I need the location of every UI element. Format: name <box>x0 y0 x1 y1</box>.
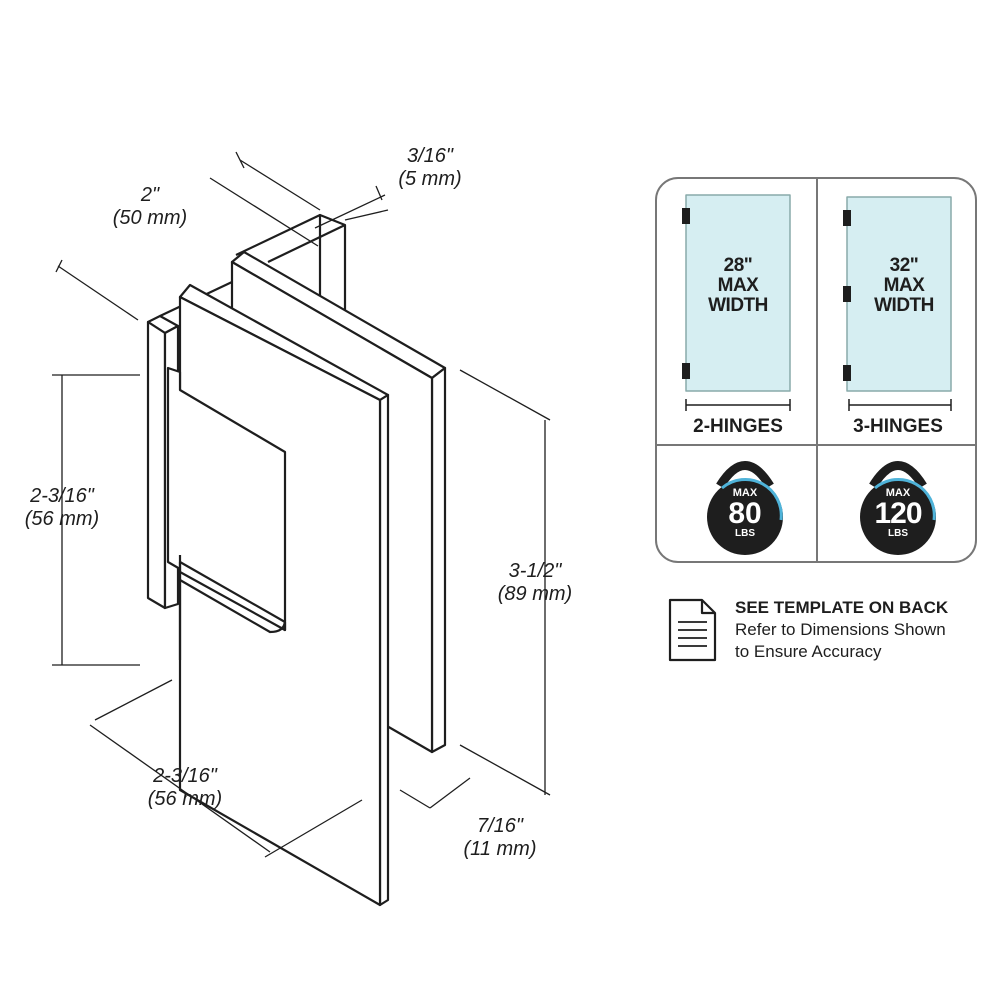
weight-unit: LBS <box>735 528 755 539</box>
dim-imperial: 3/16" <box>406 145 454 167</box>
hinge-icons <box>682 208 851 381</box>
dim-imperial: 7/16" <box>476 815 524 837</box>
weight-max: MAX <box>732 487 758 499</box>
max-label: MAX <box>883 275 925 296</box>
max-width-value: 28" <box>723 255 753 276</box>
max-width-value: 32" <box>889 255 919 276</box>
dim-thickness-bottom: 7/16"(11 mm) <box>430 815 570 861</box>
hinge-count-label: 2-HINGES <box>693 416 783 437</box>
dim-imperial: 2-3/16" <box>153 765 217 787</box>
front-clamp-plate <box>166 283 390 907</box>
width-arrows <box>685 399 952 411</box>
dim-height-left: 2-3/16"(56 mm) <box>0 485 132 531</box>
weight-max: MAX <box>885 487 911 499</box>
dimension-lines <box>52 151 551 858</box>
document-icon <box>668 598 717 662</box>
width-label: WIDTH <box>874 295 934 316</box>
hinge-count-label: 3-HINGES <box>853 416 943 437</box>
dim-width-top: 2"(50 mm) <box>80 184 220 230</box>
weight-value: 120 <box>874 497 922 530</box>
note-line: Refer to Dimensions Shown <box>735 620 946 639</box>
weight-unit: LBS <box>888 528 908 539</box>
dim-metric: (11 mm) <box>463 838 537 860</box>
dim-imperial: 2-3/16" <box>30 485 94 507</box>
capacity-panel <box>655 177 977 563</box>
dim-metric: (56 mm) <box>147 788 223 810</box>
dim-metric: (50 mm) <box>112 207 188 229</box>
note-line: to Ensure Accuracy <box>735 642 882 661</box>
dim-width-bottom: 2-3/16"(56 mm) <box>115 765 255 811</box>
dim-imperial: 2" <box>140 184 160 206</box>
dim-thickness-top: 3/16"(5 mm) <box>360 145 500 191</box>
weight-icon <box>707 461 783 555</box>
dim-height-right: 3-1/2"(89 mm) <box>465 560 605 606</box>
width-label: WIDTH <box>708 295 768 316</box>
weight-icon <box>860 461 936 555</box>
dim-metric: (5 mm) <box>398 168 462 190</box>
max-label: MAX <box>717 275 759 296</box>
weight-value: 80 <box>728 497 762 530</box>
dim-metric: (56 mm) <box>24 508 100 530</box>
note-title: SEE TEMPLATE ON BACK <box>735 598 949 617</box>
dim-imperial: 3-1/2" <box>508 560 562 582</box>
dim-metric: (89 mm) <box>497 583 573 605</box>
